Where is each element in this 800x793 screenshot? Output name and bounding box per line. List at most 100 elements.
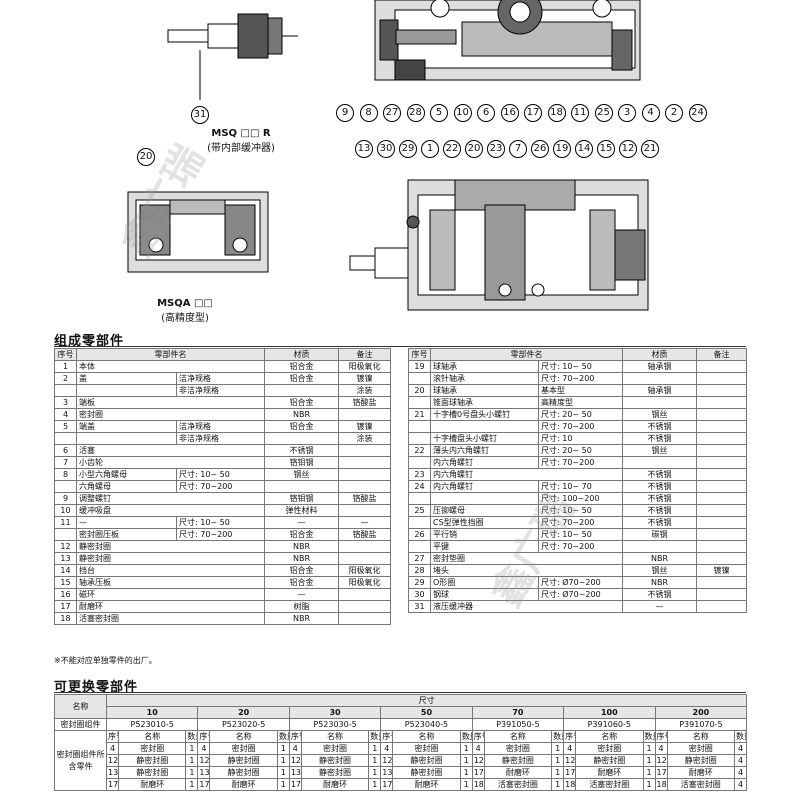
sub-header: 名称 (666, 730, 735, 743)
cell-note (696, 540, 747, 553)
header-material: 材质 (622, 348, 697, 361)
part-qty: 1 (459, 778, 473, 791)
cell-spec: 尺寸: 70~200 (538, 372, 623, 385)
part-qty: 1 (368, 778, 382, 791)
cell-note (696, 372, 747, 385)
cell-spec: 尺寸: 70~200 (538, 540, 623, 553)
bottom-callout: 29 (399, 140, 417, 158)
cell-no: 29 (408, 576, 431, 589)
cell-note (696, 552, 747, 565)
sub-header: 名称 (117, 730, 187, 743)
sub-header: 序号 (563, 730, 577, 743)
caption-msqa-title: MSQA □□ (157, 298, 213, 309)
cell-name: 十字槽0号盘头小螺钉 (430, 408, 539, 421)
top-callout: 10 (453, 104, 472, 122)
top-callout: 17 (524, 104, 542, 122)
top-callout: 18 (547, 104, 566, 122)
part-no: 13 (106, 766, 119, 779)
cell-note: 铬酸盐 (338, 396, 391, 409)
cell-spec: 尺寸: 70~200 (176, 480, 265, 493)
cell-no: 3 (54, 396, 77, 409)
cell-no (54, 384, 77, 397)
part-name: 活塞密封圈 (575, 778, 644, 791)
repl-header-row: 名称尺寸 (54, 694, 748, 719)
cell-spec: 尺寸: 10~ 70 (538, 480, 623, 493)
cell-note (696, 516, 747, 529)
cell-note (338, 540, 391, 553)
sub-header: 名称 (483, 730, 553, 743)
cell-name: 球轴承 (430, 360, 539, 373)
cell-material: 弹性材料 (264, 504, 339, 517)
cell-spec: 尺寸: 10 (538, 432, 623, 445)
cell-no (408, 516, 431, 529)
part-no: 17 (197, 778, 211, 791)
header-no: 序号 (54, 348, 77, 361)
parts-row: 内六角螺钉尺寸: 70~200 (408, 456, 747, 469)
bottom-callout: 15 (597, 140, 615, 158)
cell-spec: 尺寸: 70~200 (538, 420, 623, 433)
cell-no: 5 (54, 420, 77, 433)
cell-material: 钢丝 (622, 408, 697, 421)
part-qty: 4 (733, 766, 748, 779)
shock-absorber-sketch (167, 13, 298, 100)
top-callout: 16 (500, 104, 519, 122)
cell-note (338, 480, 391, 493)
sub-header: 名称 (392, 730, 461, 743)
parts-right-header: 序号 零部件名 材质 备注 (408, 348, 747, 361)
cell-no: 15 (54, 576, 77, 589)
cell-material: 不锈钢 (622, 504, 697, 517)
top-callout: 25 (594, 104, 613, 122)
cell-material: 钢丝 (264, 468, 339, 481)
cell-material: NBR (622, 576, 697, 589)
part-qty: 1 (459, 754, 473, 767)
kit-code: P523040-5 (380, 718, 473, 731)
cell-note (696, 384, 747, 397)
cell-material: 铝合金 (264, 564, 339, 577)
cell-name: 磁环 (76, 588, 265, 601)
top-callout: 6 (477, 104, 495, 122)
cell-material: 不锈钢 (622, 516, 697, 529)
cell-material (264, 480, 339, 493)
cell-material: 轴承钢 (622, 384, 697, 397)
sub-header: 序号 (471, 730, 485, 743)
parts-row: 非洁净规格涂装 (54, 384, 391, 397)
kit-label: 密封圈组件 (54, 718, 107, 731)
cell-no: 16 (54, 588, 77, 601)
part-name: 静密封圈 (117, 766, 187, 779)
kit-code: P391060-5 (563, 718, 656, 731)
cell-material (264, 432, 339, 445)
repl-section-rule (54, 692, 746, 693)
cell-spec: 非洁净规格 (176, 432, 265, 445)
cell-name: 内六角螺钉 (430, 456, 539, 469)
cell-note (696, 576, 747, 589)
cell-note (338, 456, 391, 469)
cell-material: — (264, 588, 339, 601)
sub-header: 序号 (380, 730, 394, 743)
cell-note: 阳极氧化 (338, 360, 391, 373)
kit-code: P391050-5 (471, 718, 565, 731)
bottom-callout: 19 (553, 140, 571, 158)
cell-name: 液压缓冲器 (430, 600, 623, 613)
top-callout: 11 (571, 104, 589, 122)
cell-no: 17 (54, 600, 77, 613)
cell-material: 不锈钢 (622, 492, 697, 505)
cell-material: 碳钢 (622, 528, 697, 541)
part-name: 静密封圈 (300, 754, 370, 767)
cell-name: 静密封圈 (76, 540, 265, 553)
cell-note (696, 492, 747, 505)
cell-material (622, 372, 697, 385)
cell-name: 调整螺钉 (76, 492, 265, 505)
cell-spec: 尺寸: 20~ 50 (538, 408, 623, 421)
